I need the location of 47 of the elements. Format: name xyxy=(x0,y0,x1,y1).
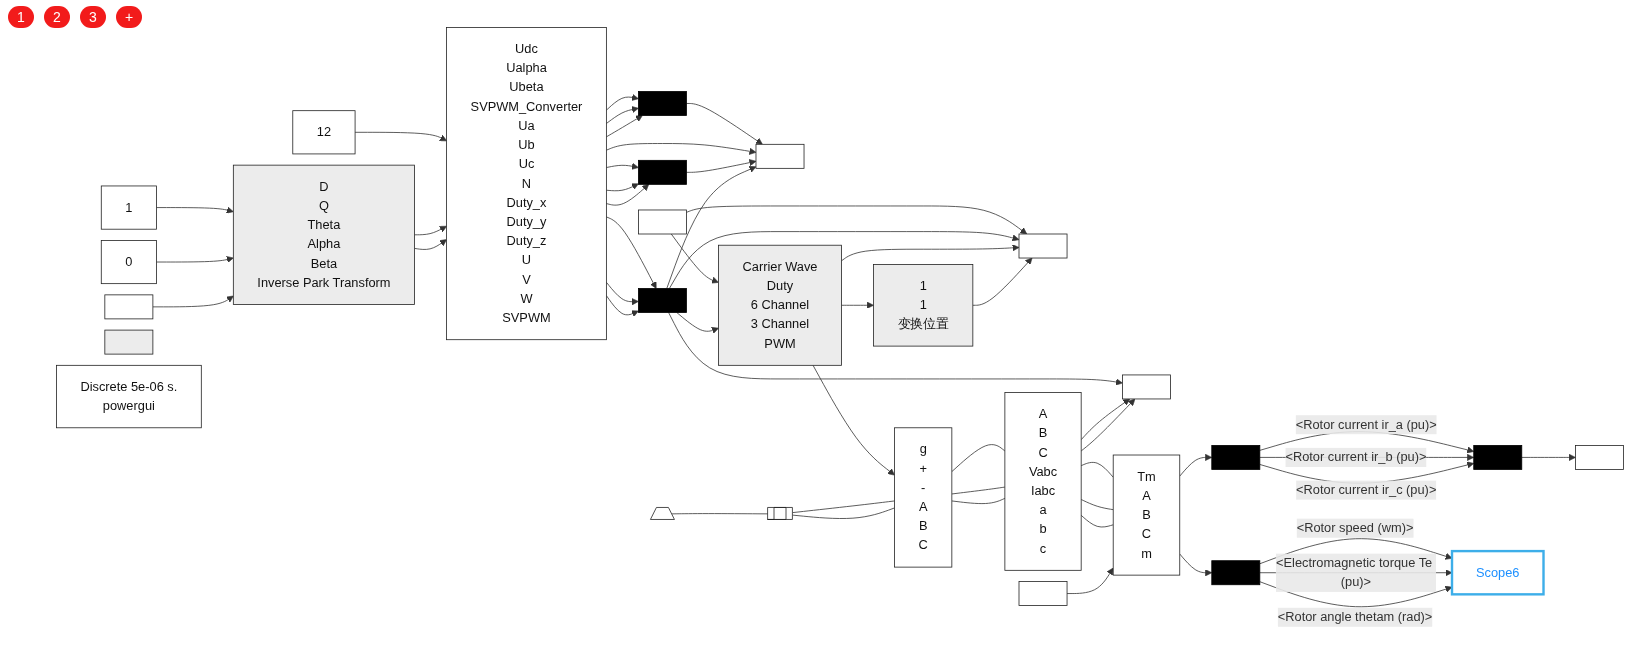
node-bar xyxy=(638,91,687,117)
node-box xyxy=(1122,374,1171,400)
connector xyxy=(951,444,1006,473)
edge-label: <Rotor current ir_a (pu)> xyxy=(1295,417,1437,432)
node-box: A B C Vabc Iabc a b c xyxy=(1004,392,1082,572)
node-box: 1 xyxy=(100,185,157,230)
node-box: Tm A B C m xyxy=(1112,454,1181,576)
node-ground xyxy=(650,507,675,521)
node-box xyxy=(1018,233,1068,259)
node-box: D Q Theta Alpha Beta Inverse Park Transform xyxy=(232,165,415,306)
connector xyxy=(792,507,895,520)
node-bar xyxy=(1473,445,1523,471)
node-box: 12 xyxy=(292,110,356,155)
node-box xyxy=(104,330,154,355)
connector xyxy=(1080,515,1114,528)
edge-label: <Rotor speed (wm)> xyxy=(1296,521,1414,535)
node-box: Scope6 xyxy=(1450,550,1545,596)
node-bar xyxy=(1211,445,1261,471)
node-box: 0 xyxy=(100,240,157,285)
node-box: Udc Ualpha Ubeta SVPWM_Converter Ua Ub Uc N Duty_x Duty_y Duty_z U V W SVPWM xyxy=(446,27,607,341)
label: + xyxy=(116,6,142,28)
node-box xyxy=(755,144,805,170)
label: 1 xyxy=(8,6,34,28)
node-box xyxy=(104,294,154,320)
edge-label: <Rotor current ir_b (pu)> xyxy=(1285,450,1427,465)
node-box: g + - A B C xyxy=(894,427,953,568)
node-box: 1 1 变换位置 xyxy=(873,264,974,347)
edge-label: <Electromagnetic torque Te (pu)> xyxy=(1276,556,1433,590)
label: 3 xyxy=(80,6,106,28)
connector xyxy=(951,498,1006,505)
node-battery xyxy=(767,507,793,521)
node-box xyxy=(1575,445,1624,471)
connector xyxy=(792,500,895,514)
node-bar xyxy=(638,160,687,186)
edge-label: <Rotor angle thetam (rad)> xyxy=(1277,610,1433,625)
node-box xyxy=(638,209,687,235)
node-box xyxy=(1018,581,1068,607)
connector xyxy=(1080,499,1114,511)
connector xyxy=(671,513,769,515)
node-bar xyxy=(1211,560,1261,586)
label: 2 xyxy=(44,6,70,28)
node-box: Discrete 5e-06 s. powergui xyxy=(56,365,202,429)
edge-label: <Rotor current ir_c (pu)> xyxy=(1296,483,1437,497)
node-bar xyxy=(638,288,687,314)
node-box: Carrier Wave Duty 6 Channel 3 Channel PWM xyxy=(718,245,842,367)
connector xyxy=(951,487,1006,495)
connector xyxy=(1080,462,1114,478)
